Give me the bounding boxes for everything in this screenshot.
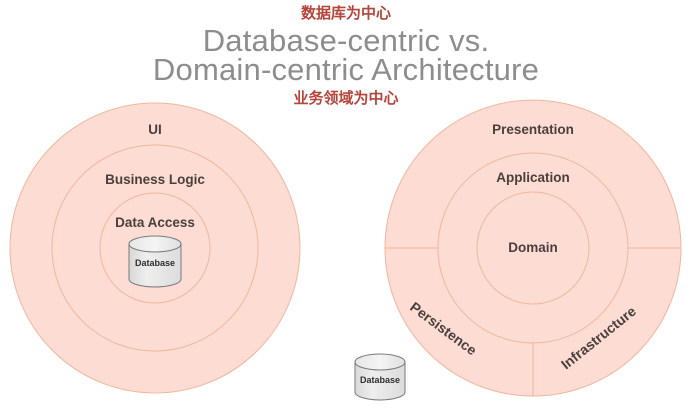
page-title-line-2: Domain-centric Architecture — [153, 52, 539, 87]
left-ring-label-business-logic: Business Logic — [105, 172, 205, 187]
right-ring-label-application: Application — [496, 170, 570, 185]
left-database-cylinder[interactable]: Database — [128, 235, 182, 288]
external-database-cylinder[interactable]: Database — [354, 353, 406, 401]
cylinder-body — [354, 361, 406, 401]
right-ring-domain[interactable] — [476, 191, 590, 305]
cylinder-top-ellipse — [128, 235, 182, 253]
left-architecture-diagram: UI Business Logic Data Access Database — [9, 102, 301, 394]
right-architecture-diagram: Presentation Application Domain Persiste… — [384, 99, 682, 397]
page-title-line-1: Database-centric vs. — [203, 23, 490, 58]
left-ring-label-ui: UI — [148, 122, 162, 137]
right-ring-label-domain: Domain — [508, 240, 558, 255]
page-header: 数据库为中心 Database-centric vs. Domain-centr… — [153, 4, 539, 107]
cylinder-top-ellipse — [354, 353, 406, 371]
cylinder-body — [128, 243, 182, 288]
annotation-domain-centric: 业务领域为中心 — [293, 89, 398, 107]
external-database-label: Database — [360, 375, 400, 385]
left-ring-label-data-access: Data Access — [115, 215, 195, 230]
right-ring-label-presentation: Presentation — [492, 122, 574, 137]
annotation-database-centric: 数据库为中心 — [301, 4, 391, 22]
left-database-label: Database — [135, 258, 175, 268]
